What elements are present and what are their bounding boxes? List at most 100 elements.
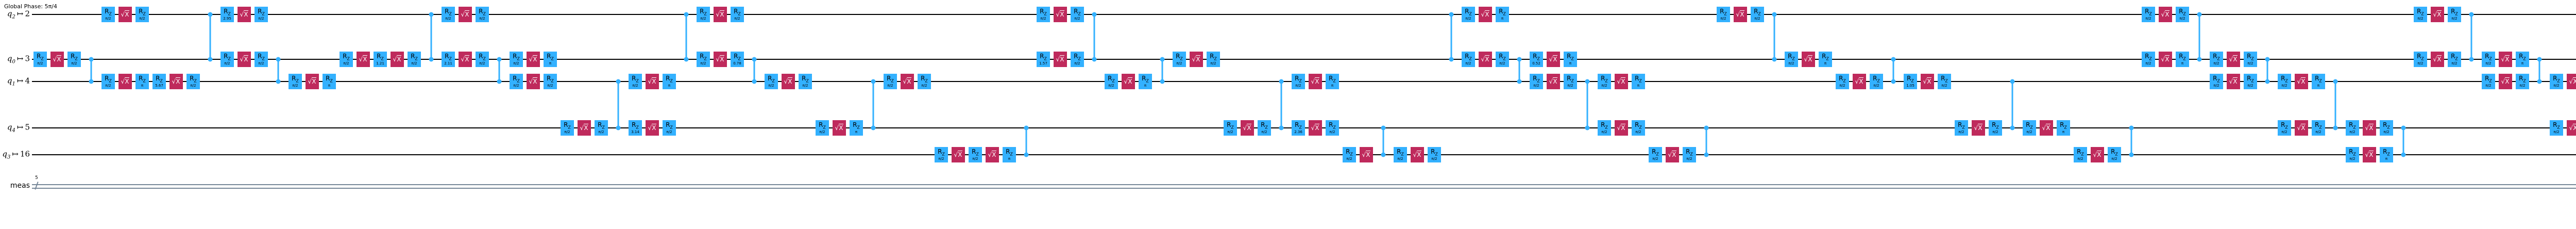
cz-target-dot[interactable] <box>1449 57 1454 62</box>
gate-sqrt-x[interactable]: √X <box>1309 74 1322 89</box>
cz-target-dot[interactable] <box>1704 152 1709 157</box>
cz-control-dot[interactable] <box>616 79 621 84</box>
cz-target-dot[interactable] <box>2537 79 2542 84</box>
gate-sqrt-x[interactable]: √X <box>2295 120 2308 136</box>
gate-sqrt-x[interactable]: √X <box>646 74 659 89</box>
gate-sqrt-x[interactable]: √X <box>1054 7 1067 22</box>
gate-sqrt-x[interactable]: √X <box>2431 7 2444 22</box>
cz-control-dot[interactable] <box>684 12 689 17</box>
gate-sqrt-x[interactable]: √X <box>1241 120 1254 136</box>
gate-sqrt-x[interactable]: √X <box>2363 147 2376 162</box>
cz-control-dot[interactable] <box>1772 12 1777 17</box>
gate-sqrt-x[interactable]: √X <box>1666 147 1679 162</box>
gate-sqrt-x[interactable]: √X <box>2295 74 2308 89</box>
gate-sqrt-x[interactable]: √X <box>646 120 659 136</box>
cz-target-dot[interactable] <box>429 57 434 62</box>
gate-sqrt-x[interactable]: √X <box>170 74 183 89</box>
gate-sqrt-x[interactable]: √X <box>1802 52 1815 67</box>
gate-sqrt-x[interactable]: √X <box>986 147 999 162</box>
gate-sqrt-x[interactable]: √X <box>578 120 591 136</box>
gate-sqrt-x[interactable]: √X <box>527 52 540 67</box>
gate-sqrt-x[interactable]: √X <box>1054 52 1067 67</box>
cz-control-dot[interactable] <box>429 12 434 17</box>
cz-control-dot[interactable] <box>1704 125 1709 130</box>
cz-target-dot[interactable] <box>2265 79 2270 84</box>
cz-control-dot[interactable] <box>2469 12 2474 17</box>
gate-sqrt-x[interactable]: √X <box>459 52 472 67</box>
cz-control-dot[interactable] <box>1279 79 1284 84</box>
gate-sqrt-x[interactable]: √X <box>50 52 64 67</box>
gate-sqrt-x[interactable]: √X <box>2499 74 2512 89</box>
gate-sqrt-x[interactable]: √X <box>2040 120 2053 136</box>
gate-sqrt-x[interactable]: √X <box>357 52 370 67</box>
cz-control-dot[interactable] <box>1449 12 1454 17</box>
gate-sqrt-x[interactable]: √X <box>901 74 914 89</box>
cz-target-dot[interactable] <box>684 57 689 62</box>
cz-target-dot[interactable] <box>752 79 757 84</box>
cz-target-dot[interactable] <box>2010 125 2015 130</box>
cz-control-dot[interactable] <box>1160 57 1165 62</box>
gate-sqrt-x[interactable]: √X <box>1734 7 1747 22</box>
gate-sqrt-x[interactable]: √X <box>1411 147 1424 162</box>
cz-control-dot[interactable] <box>1092 12 1097 17</box>
cz-target-dot[interactable] <box>2129 152 2134 157</box>
cz-target-dot[interactable] <box>1092 57 1097 62</box>
cz-control-dot[interactable] <box>497 57 502 62</box>
cz-control-dot[interactable] <box>2537 57 2542 62</box>
cz-control-dot[interactable] <box>276 57 281 62</box>
cz-control-dot[interactable] <box>89 57 94 62</box>
cz-control-dot[interactable] <box>2265 57 2270 62</box>
cz-target-dot[interactable] <box>497 79 502 84</box>
cz-target-dot[interactable] <box>1585 125 1590 130</box>
gate-sqrt-x[interactable]: √X <box>459 7 472 22</box>
